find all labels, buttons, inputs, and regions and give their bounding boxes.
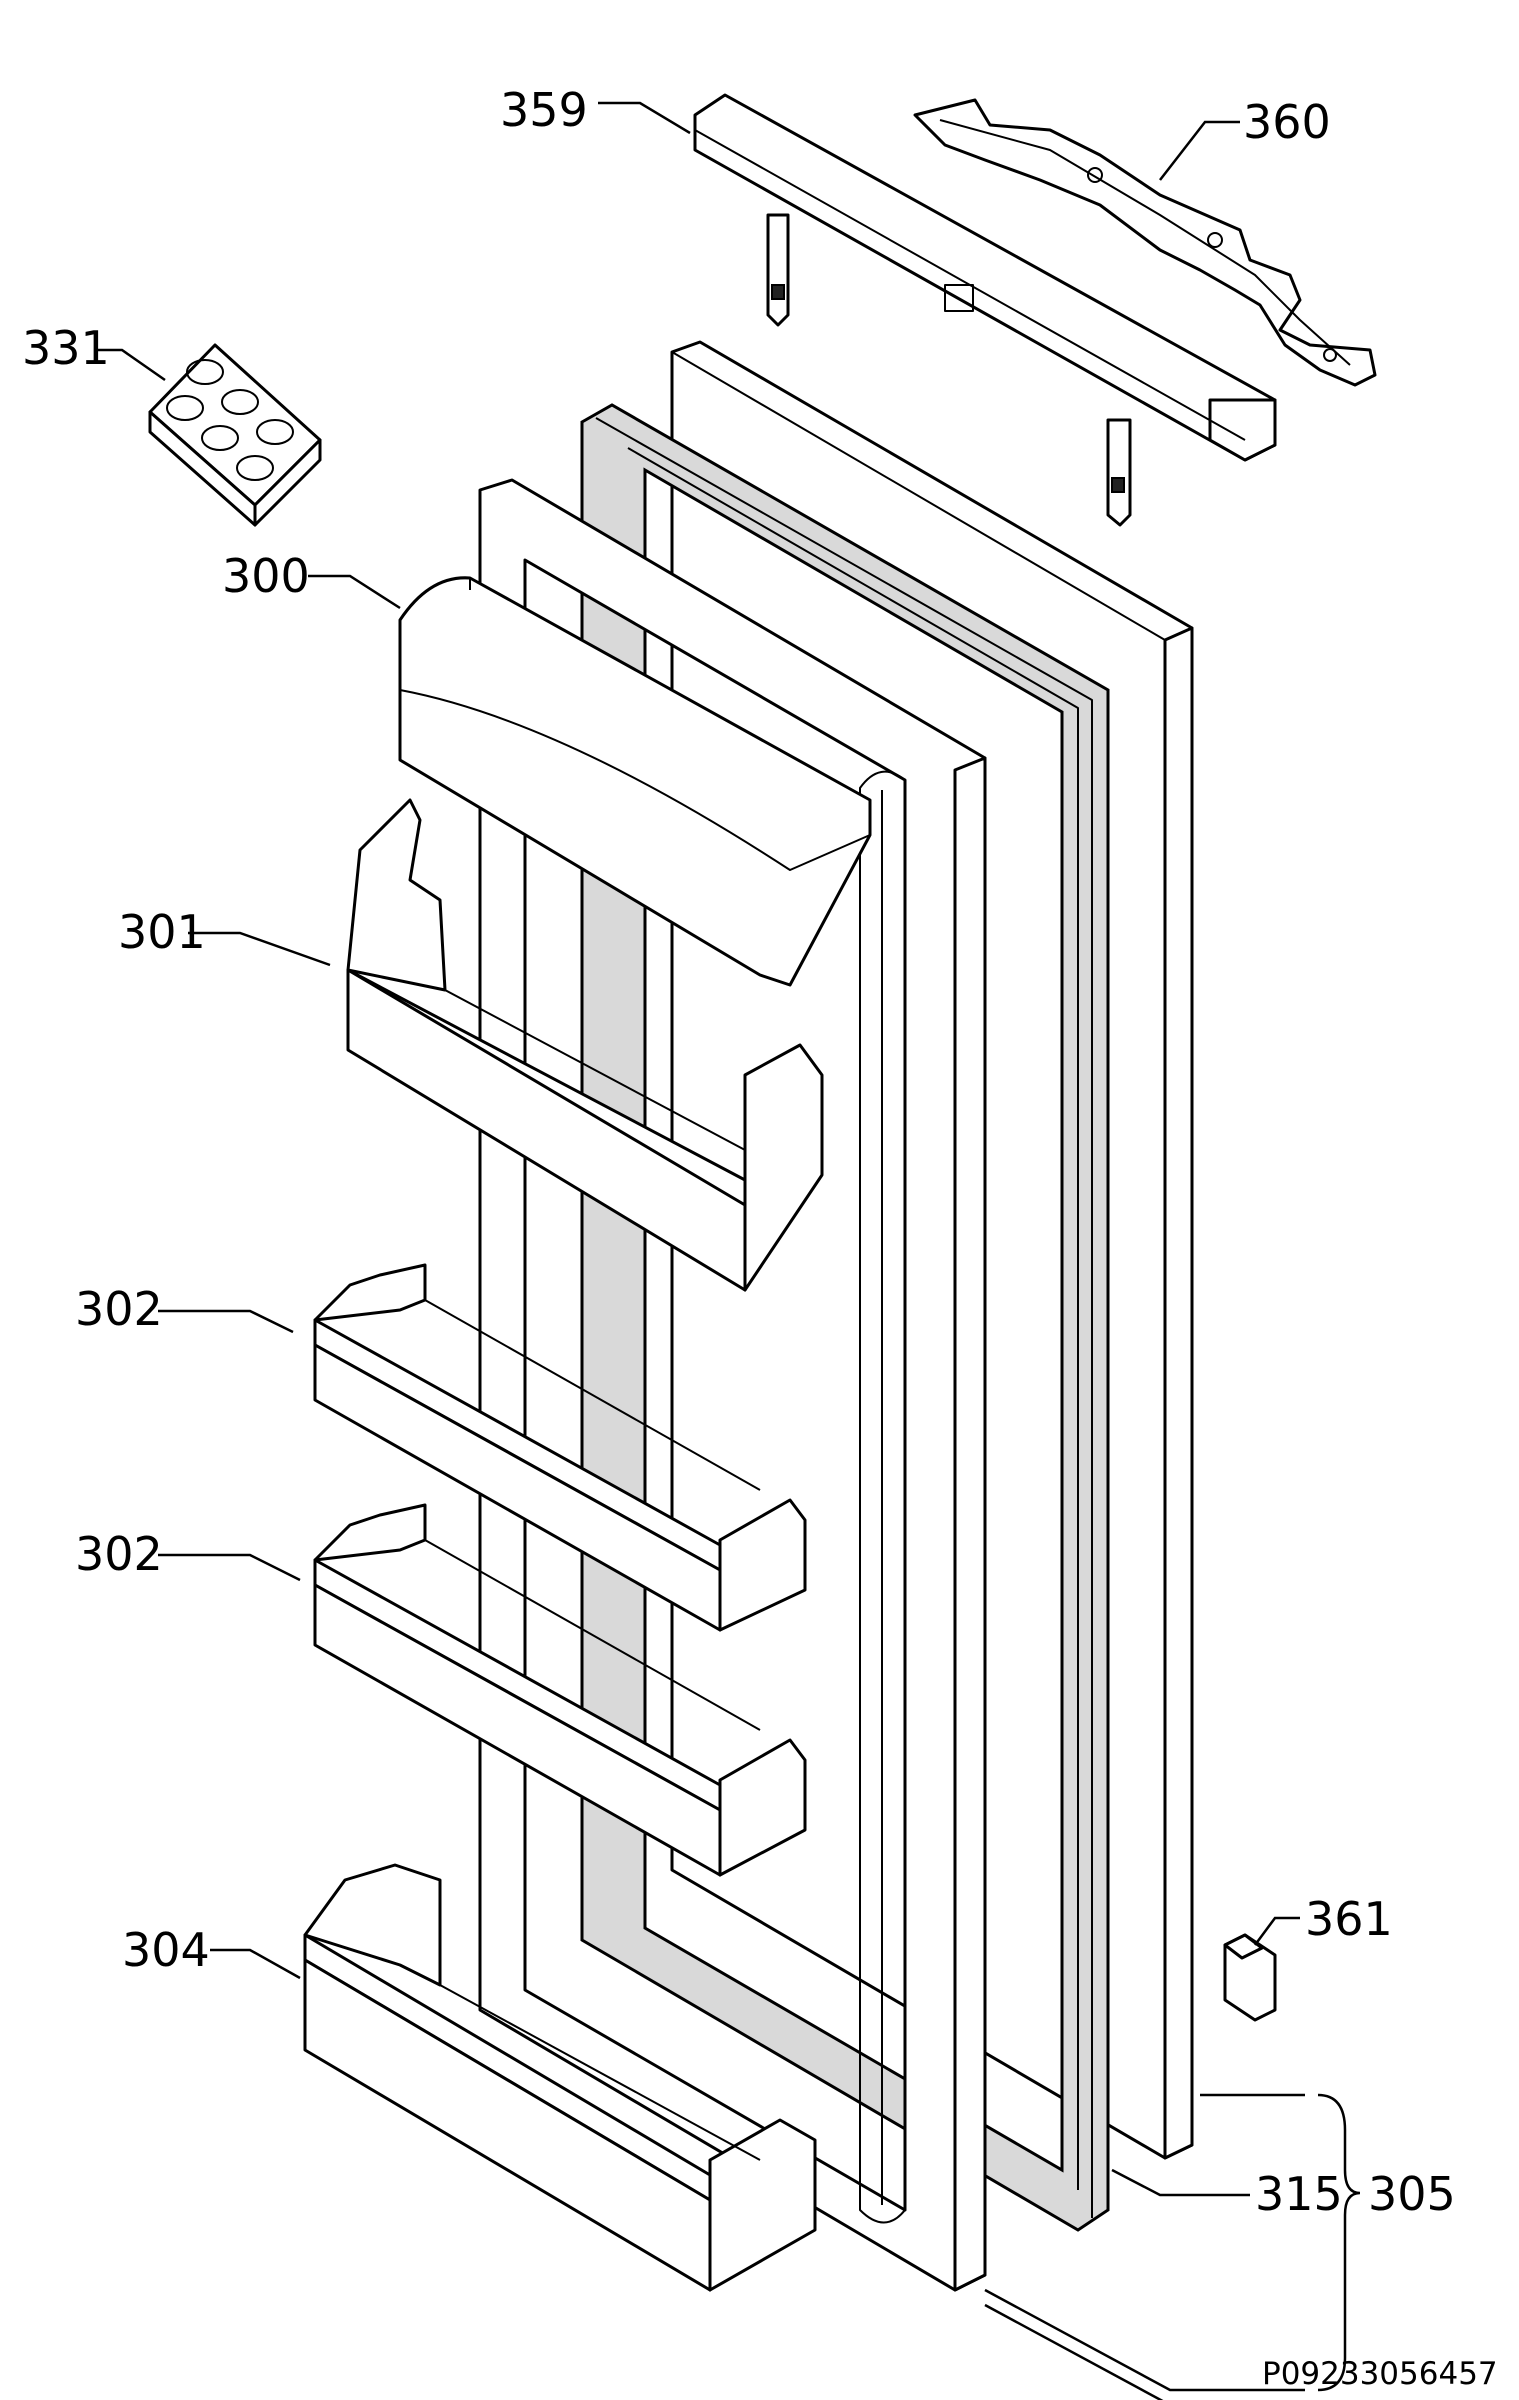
part-304-bottle-shelf (303, 1863, 817, 2292)
callout-331: 331 (22, 321, 110, 375)
document-id: P09233056457 (1262, 2356, 1498, 2392)
callout-305: 305 (1368, 2167, 1456, 2221)
callout-301: 301 (118, 905, 206, 959)
part-300-shelf-flap (398, 576, 872, 987)
part-361-clip (1223, 1933, 1277, 2022)
callout-361: 361 (1305, 1892, 1393, 1946)
part-360-hinge-bracket (913, 98, 1377, 387)
part-331-egg-tray (148, 343, 322, 527)
callout-300: 300 (222, 549, 310, 603)
part-301-door-shelf (346, 798, 824, 1292)
callout-304: 304 (122, 1923, 210, 1977)
leader-lines (98, 101, 1361, 2400)
callout-302-upper: 302 (75, 1282, 163, 1336)
part-359-top-cover (693, 93, 1277, 527)
callout-labels: 359 360 331 300 301 302 302 304 361 315 … (22, 83, 1456, 2221)
callout-359: 359 (500, 83, 588, 137)
part-302-shelf-lower (313, 1503, 807, 1877)
part-302-shelf-upper (313, 1263, 807, 1632)
callout-302-lower: 302 (75, 1527, 163, 1581)
callout-315: 315 (1255, 2167, 1343, 2221)
callout-360: 360 (1243, 95, 1331, 149)
